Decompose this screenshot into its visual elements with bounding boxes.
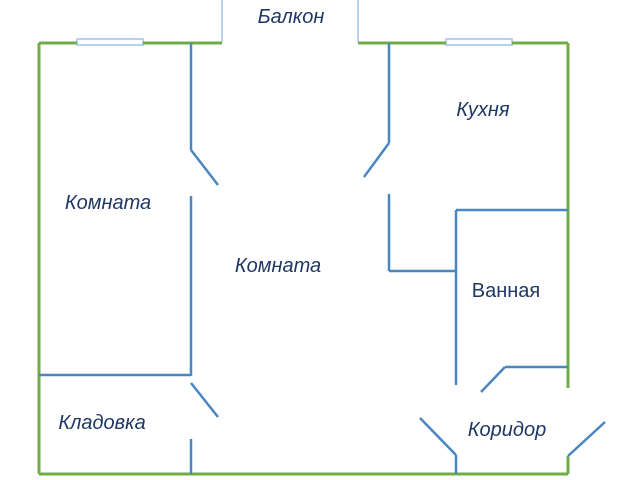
door-bathroom — [480, 366, 506, 393]
interior-walls — [39, 43, 606, 474]
label-bathroom: Ванная — [472, 280, 541, 302]
label-room-left: Комната — [65, 192, 151, 214]
balcony — [221, 0, 359, 42]
door-corridor-right — [567, 421, 606, 457]
label-kitchen: Кухня — [456, 99, 510, 121]
window-left — [76, 38, 144, 46]
door-left-room — [190, 149, 219, 186]
label-corridor: Коридор — [468, 419, 546, 441]
window-right — [445, 38, 513, 46]
label-storage: Кладовка — [58, 412, 145, 434]
door-kitchen — [362, 142, 391, 178]
door-corridor-left — [419, 417, 457, 456]
door-storage — [190, 382, 219, 418]
label-balcony: Балкон — [258, 6, 325, 28]
outer-wall — [37, 41, 570, 476]
label-room-center: Комната — [235, 255, 321, 277]
